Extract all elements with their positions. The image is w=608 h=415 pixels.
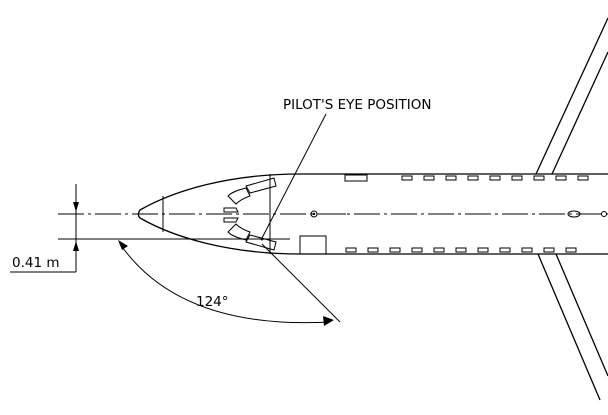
angle-label: 124°	[196, 294, 229, 310]
wings	[535, 17, 608, 401]
offset-dimension	[10, 184, 79, 273]
offset-label: 0.41 m	[12, 255, 60, 271]
eye-position-label: PILOT'S EYE POSITION	[283, 97, 431, 113]
visibility-angle-arc	[118, 240, 341, 326]
fuselage-details	[299, 174, 607, 255]
eye-position-leader	[260, 113, 327, 241]
